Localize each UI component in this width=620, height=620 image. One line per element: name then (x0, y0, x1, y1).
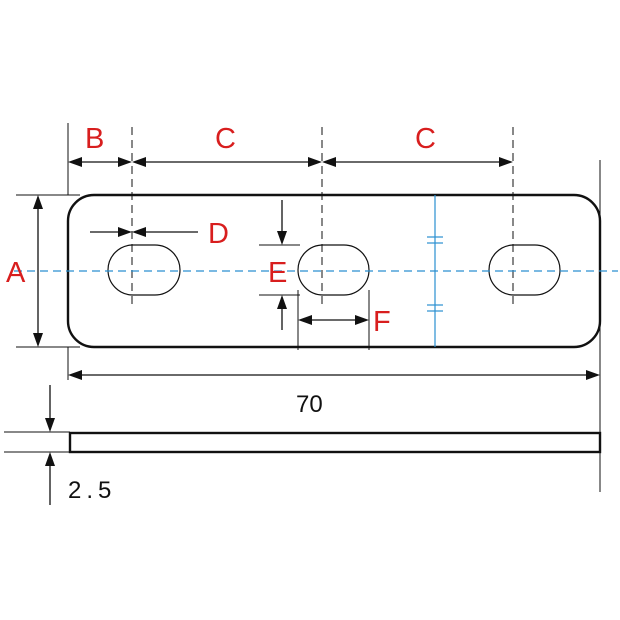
slot-hole-left (107, 244, 181, 296)
dimension-labels: B C C A D E F 70 2.5 (6, 123, 436, 504)
slot-hole-right (488, 244, 561, 296)
label-length: 70 (296, 391, 323, 418)
label-thickness: 2.5 (68, 477, 116, 504)
symmetry-line (427, 195, 443, 347)
dimension-lines (33, 157, 600, 505)
label-a: A (6, 257, 26, 289)
label-b: B (85, 123, 104, 155)
extension-lines (4, 123, 601, 492)
label-d: D (208, 218, 229, 250)
label-e: E (268, 257, 287, 289)
label-c-left: C (215, 123, 236, 155)
label-f: F (373, 306, 391, 338)
plate-side-view (68, 431, 602, 454)
hole-centerlines (131, 127, 514, 305)
slot-holes (107, 244, 561, 296)
label-c-right: C (415, 123, 436, 155)
slot-hole-middle (297, 244, 370, 296)
